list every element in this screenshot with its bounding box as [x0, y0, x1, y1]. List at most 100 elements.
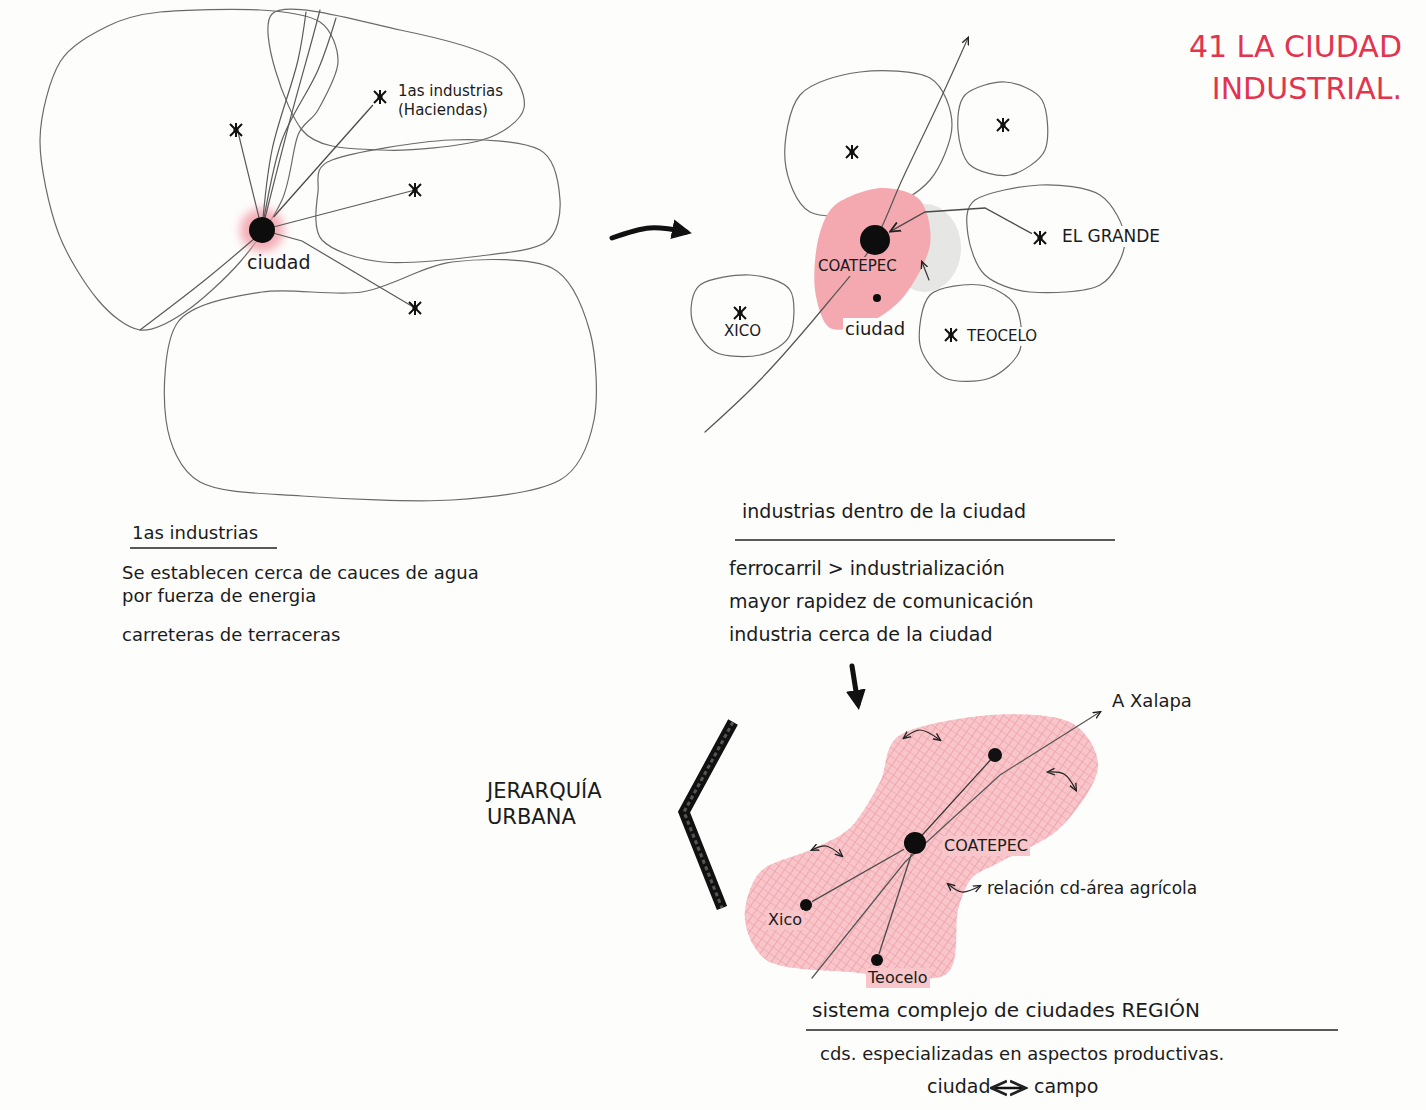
transition-arrow: [612, 228, 686, 238]
place-name: EL GRANDE: [1060, 226, 1162, 247]
industry-mark: [948, 332, 953, 337]
city-node: ciudad: [873, 294, 881, 302]
transition-arrow: [852, 666, 858, 704]
industry-mark: [372, 89, 388, 105]
industry-mark: [846, 145, 858, 159]
industry-mark: [412, 187, 417, 192]
city-dot: [988, 748, 1002, 762]
title: 41 LA CIUDAD INDUSTRIAL.: [1050, 26, 1404, 110]
industry-mark: [737, 310, 742, 315]
hierarchy-label: JERARQUÍA URBANA: [485, 778, 639, 831]
industry-mark: [1000, 122, 1005, 127]
industry-mark: [230, 123, 242, 137]
connector-line: [879, 854, 911, 954]
region-outline: [958, 82, 1048, 176]
road-line: [915, 755, 995, 843]
region-outline: [316, 140, 560, 263]
relation-arrow: [812, 846, 842, 856]
hierarchy-bracket: [684, 722, 733, 908]
road-line: [238, 132, 262, 230]
underline: [130, 547, 277, 548]
region-outline: [40, 9, 338, 330]
industry-node: TEOCELO: [943, 327, 959, 343]
hierarchy-bracket: [684, 722, 733, 908]
city-dot: [904, 832, 926, 854]
place-name: XICO: [722, 322, 763, 341]
industry-node: 1as industrias (Haciendas): [372, 89, 388, 105]
railway-line: [705, 38, 968, 432]
city-node: ciudad: [249, 217, 275, 243]
industry-node: XICO: [732, 305, 748, 321]
industry-mark: [945, 328, 957, 342]
industry-mark: [849, 149, 854, 154]
industry-mark: [1037, 235, 1042, 240]
connector-line: [812, 849, 904, 901]
industry-mark: [1032, 230, 1048, 246]
region-outline: [164, 260, 596, 501]
road-line: [140, 238, 255, 330]
city-node: COATEPEC: [904, 832, 926, 854]
term-label: campo: [1032, 1075, 1100, 1099]
place-name: TEOCELO: [965, 327, 1039, 346]
industry-node: EL GRANDE: [1032, 230, 1048, 246]
note-text: Se establecen cerca de cauces de agua po…: [120, 562, 494, 607]
section-heading: industrias dentro de la ciudad: [740, 500, 1028, 524]
city-node: Xico: [800, 899, 812, 911]
industry-mark: [734, 306, 746, 320]
place-name: ciudad: [843, 318, 907, 341]
direction-label: A Xalapa: [1110, 690, 1194, 713]
railway-line: [812, 712, 1100, 978]
industry-mark: [374, 90, 386, 104]
region-area: [745, 714, 1098, 979]
city-node: COATEPEC: [860, 225, 890, 255]
road-line: [262, 18, 336, 230]
industry-mark: [997, 118, 1009, 132]
city-dot: [249, 217, 275, 243]
industry-mark: [409, 301, 421, 315]
city-dot: [873, 294, 881, 302]
note-text: mayor rapidez de comunicación: [727, 590, 1036, 614]
underline: [735, 539, 1115, 540]
industry-mark: [233, 127, 238, 132]
industry-mark: [377, 94, 382, 99]
note-text: ferrocarril > industrialización: [727, 557, 1007, 581]
note-text: cds. especializadas en aspectos producti…: [818, 1043, 1226, 1066]
place-name: 1as industrias (Haciendas): [396, 82, 524, 120]
city-dot: [873, 294, 881, 302]
city-dot: [871, 954, 883, 966]
city-dot: [860, 225, 890, 255]
note-text: industria cerca de la ciudad: [727, 623, 995, 647]
region-outline: [268, 9, 524, 150]
road-line: [262, 190, 415, 230]
relation-label: relación cd-área agrícola: [985, 878, 1199, 899]
industry-mark: [409, 183, 421, 197]
city-area: [814, 188, 930, 330]
underline: [806, 1029, 1338, 1030]
place-name: ciudad: [245, 251, 313, 275]
industry-mark: [732, 305, 748, 321]
section-heading: 1as industrias: [130, 522, 260, 545]
section-heading: sistema complejo de ciudades REGIÓN: [810, 998, 1202, 1023]
road-line: [262, 12, 306, 230]
city-node: Teocelo: [871, 954, 883, 966]
industry-mark: [412, 305, 417, 310]
city-dot: [860, 225, 890, 255]
place-name: Xico: [766, 910, 804, 930]
region-outline: [691, 275, 794, 357]
note-text: carreteras de terraceras: [120, 624, 342, 647]
region-area: [745, 714, 1098, 979]
relation-arrow: [948, 884, 980, 892]
city-dot: [249, 217, 275, 243]
place-name: COATEPEC: [816, 257, 899, 276]
term-label: ciudad: [925, 1075, 993, 1099]
place-name: Teocelo: [866, 968, 930, 988]
flow-arrow: [922, 262, 929, 280]
place-name: COATEPEC: [942, 836, 1030, 856]
city-dot: [871, 954, 883, 966]
city-dot: [904, 832, 926, 854]
connector-line: [890, 208, 1032, 234]
connector-line: [274, 105, 373, 217]
relation-arrow: [993, 1087, 1024, 1090]
